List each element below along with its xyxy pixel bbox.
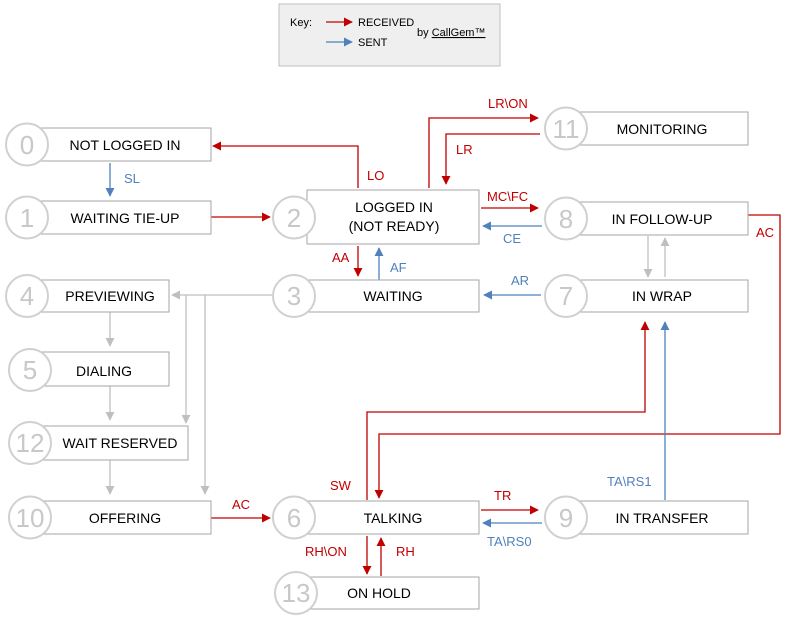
state-12-wait-reserved: 12 WAIT RESERVED [8, 421, 189, 465]
state-1-waiting-tie-up: 1 WAITING TIE-UP [5, 195, 212, 240]
edge-label-ac8: AC [756, 225, 774, 240]
state-label: DIALING [76, 363, 132, 379]
state-label-line1: LOGGED IN [355, 199, 433, 215]
state-label: PREVIEWING [65, 288, 154, 304]
state-number: 1 [20, 203, 34, 233]
edge-label-ac10: AC [232, 497, 250, 512]
edge-label-tars0: TA\RS0 [487, 534, 532, 549]
key-background [278, 3, 501, 67]
states: 0 NOT LOGGED IN 1 WAITING TIE-UP 2 LOGGE… [5, 106, 749, 615]
state-number: 5 [23, 355, 37, 385]
edge-label-lo: LO [367, 168, 384, 183]
state-2-logged-in: 2 LOGGED IN (NOT READY) [272, 189, 480, 245]
edge-label-sl: SL [124, 171, 140, 186]
state-number: 2 [287, 203, 301, 233]
edge-label-ar: AR [511, 273, 529, 288]
edge-label-tars1: TA\RS1 [607, 474, 652, 489]
key-credit: by CallGem™ [417, 27, 485, 39]
state-8-in-follow-up: 8 IN FOLLOW-UP [544, 196, 749, 241]
edge-label-sw: SW [330, 478, 352, 493]
state-number: 7 [559, 281, 573, 311]
transition-edges: LO SL LR\ON LR MC\FC CE AA AF AR AC SW T… [105, 96, 781, 576]
key-sent-label: SENT [358, 37, 388, 49]
edge-label-rhon: RH\ON [305, 544, 347, 559]
state-label: NOT LOGGED IN [70, 137, 181, 153]
edge-label-tr: TR [494, 488, 511, 503]
state-6-talking: 6 TALKING [272, 495, 480, 540]
state-number: 9 [559, 503, 573, 533]
edge-sw [366, 321, 650, 500]
state-label: IN WRAP [632, 288, 692, 304]
state-4-previewing: 4 PREVIEWING [5, 274, 170, 318]
edge-ac-8-to-6 [374, 214, 781, 499]
state-number: 11 [553, 114, 580, 144]
edge-label-af: AF [390, 260, 407, 275]
state-number: 3 [287, 281, 301, 311]
state-label: IN TRANSFER [615, 510, 708, 526]
state-label: TALKING [364, 510, 423, 526]
edge-label-aa: AA [332, 250, 350, 265]
edge-label-mcfc: MC\FC [487, 189, 528, 204]
state-11-monitoring: 11 MONITORING [544, 106, 749, 151]
state-number: 6 [287, 503, 301, 533]
key-legend: Key: RECEIVED SENT by CallGem™ [278, 3, 501, 67]
state-number: 8 [559, 204, 573, 234]
state-label: OFFERING [89, 510, 161, 526]
edge-lo [212, 141, 359, 188]
state-13-on-hold: 13 ON HOLD [274, 571, 480, 615]
state-label: MONITORING [617, 121, 708, 137]
edge-label-rh: RH [396, 544, 415, 559]
edge-label-ce: CE [503, 231, 521, 246]
state-label: WAITING TIE-UP [71, 210, 180, 226]
state-number: 13 [282, 578, 311, 608]
callgem-brand: CallGem™ [432, 27, 486, 39]
gray-edges [105, 236, 670, 495]
state-label: WAIT RESERVED [63, 435, 178, 451]
state-5-dialing: 5 DIALING [8, 348, 170, 392]
edge-lr [441, 133, 540, 185]
state-3-waiting: 3 WAITING [272, 274, 480, 318]
state-7-in-wrap: 7 IN WRAP [544, 274, 749, 318]
edge-label-lr: LR [456, 142, 473, 157]
state-number: 0 [20, 130, 34, 160]
edge-label-lron: LR\ON [488, 96, 528, 111]
key-title: Key: [290, 17, 312, 29]
edge-lron [428, 113, 539, 188]
state-0-not-logged-in: 0 NOT LOGGED IN [5, 122, 212, 167]
state-label: ON HOLD [347, 585, 411, 601]
state-number: 12 [16, 428, 45, 458]
state-label: IN FOLLOW-UP [612, 211, 713, 227]
state-number: 4 [20, 281, 34, 311]
state-label: WAITING [363, 288, 422, 304]
state-number: 10 [16, 503, 45, 533]
key-received-label: RECEIVED [358, 17, 414, 29]
state-9-in-transfer: 9 IN TRANSFER [544, 495, 749, 540]
state-10-offering: 10 OFFERING [8, 495, 212, 540]
state-label-line2: (NOT READY) [349, 218, 440, 234]
